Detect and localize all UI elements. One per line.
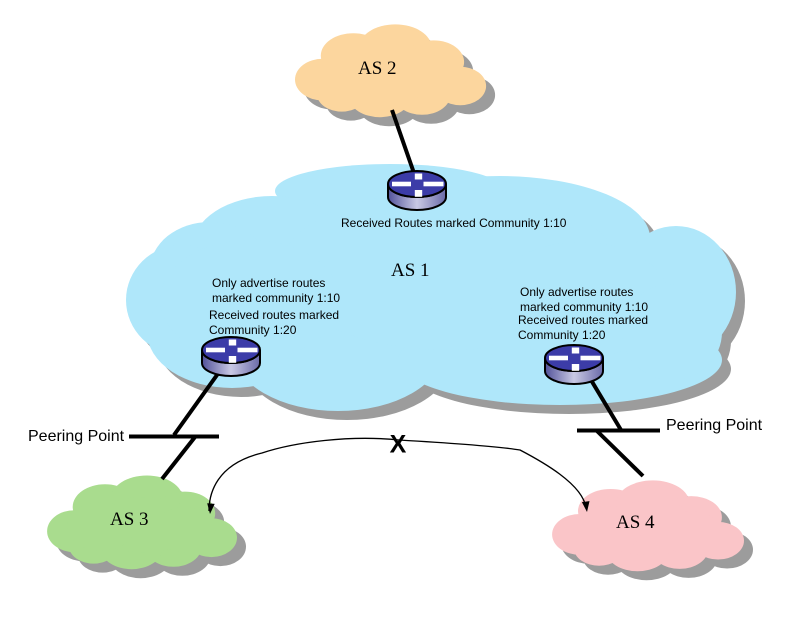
svg-text:X: X xyxy=(390,431,407,459)
